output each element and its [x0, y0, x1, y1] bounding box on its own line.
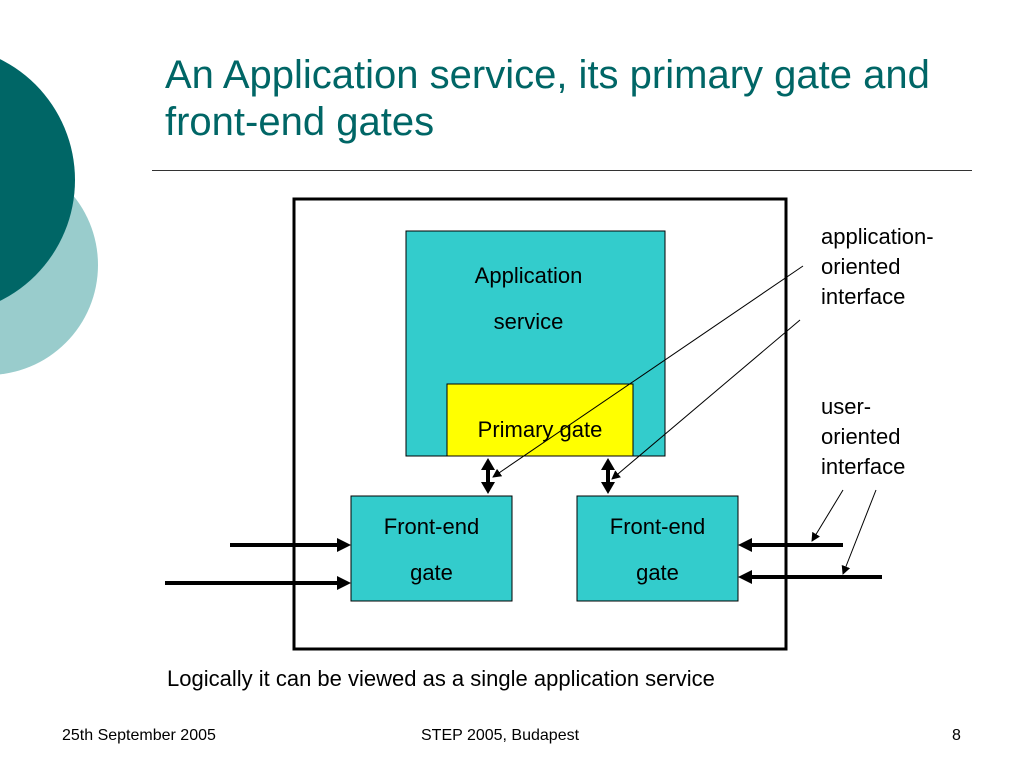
app-interface-pointer-right [611, 319, 801, 480]
left-input-arrow-bottom [165, 576, 351, 590]
title-divider [152, 170, 972, 171]
front-end-gate-left-box [350, 495, 513, 602]
front-end-gate-right-label-line2: gate [636, 560, 679, 585]
footer-event: STEP 2005, Budapest [421, 727, 580, 744]
primary-gate-label: Primary gate [477, 417, 603, 442]
application-service-label-line1: Application [474, 263, 583, 288]
service-boundary [292, 197, 788, 651]
app-interface-pointer-left [492, 265, 804, 478]
application-service-label-line2: service [493, 309, 564, 334]
dark-teal-circle [0, 59, 75, 301]
front-end-gate-right-box [576, 495, 739, 602]
application-oriented-interface-label: application- oriented interface [821, 224, 934, 309]
primary-gate-box [446, 383, 634, 457]
user-interface-pointer-bottom [841, 489, 877, 575]
user-interface-pointer-top [811, 489, 844, 542]
right-input-arrow-bottom [738, 570, 882, 584]
front-end-gate-right-label-line1: Front-end [609, 514, 706, 539]
diagram-caption: Logically it can be viewed as a single a… [167, 666, 715, 691]
front-end-gate-left-label-line2: gate [410, 560, 453, 585]
front-end-gate-left-label-line1: Front-end [383, 514, 480, 539]
footer-page-number: 8 [952, 727, 961, 744]
user-oriented-interface-label: user- oriented interface [821, 394, 906, 479]
right-bidirectional-arrow [601, 458, 615, 494]
slide-title: An Application service, its primary gate… [165, 53, 930, 144]
footer-date: 25th September 2005 [62, 727, 216, 744]
right-input-arrow-top [738, 538, 843, 552]
left-bidirectional-arrow [481, 458, 495, 494]
left-input-arrow-top [230, 538, 351, 552]
